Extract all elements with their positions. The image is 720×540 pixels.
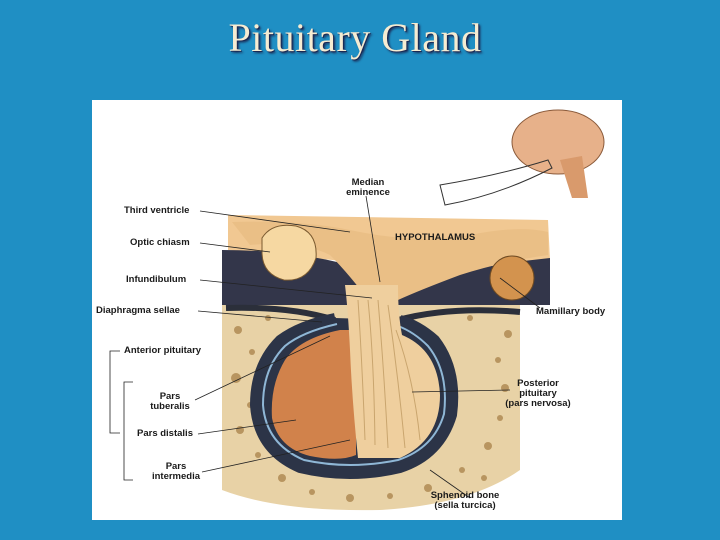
label-pars-intermedia-line1: Pars bbox=[165, 461, 187, 472]
anterior-lobe bbox=[271, 330, 356, 459]
label-mamillary-body: Mamillary body bbox=[536, 306, 606, 317]
label-posterior-pituitary-line2: pituitary bbox=[519, 388, 557, 399]
sella-lining bbox=[261, 323, 446, 466]
label-optic-chiasm: Optic chiasm bbox=[130, 237, 190, 248]
label-diaphragma-sellae: Diaphragma sellae bbox=[96, 305, 180, 316]
inset-brainstem bbox=[560, 156, 588, 198]
label-third-ventricle: Third ventricle bbox=[124, 205, 190, 216]
label-pars-intermedia: Pars intermedia bbox=[144, 462, 208, 482]
label-sphenoid-bone: Sphenoid bone (sella turcica) bbox=[418, 491, 512, 511]
slide-title: Pituitary Gland bbox=[228, 15, 482, 60]
label-pars-distalis: Pars distalis bbox=[137, 428, 193, 439]
label-median-eminence: Median eminence bbox=[333, 178, 403, 198]
inset-callout bbox=[439, 159, 553, 206]
label-pars-intermedia-line2: intermedia bbox=[151, 471, 201, 482]
label-sphenoid-bone-line2: (sella turcica) bbox=[434, 500, 496, 511]
label-infundibulum: Infundibulum bbox=[126, 274, 187, 285]
bone-pores bbox=[231, 315, 512, 502]
optic-chiasm-shape bbox=[261, 224, 317, 281]
label-anterior-pituitary: Anterior pituitary bbox=[124, 345, 202, 356]
label-pars-tuberalis-line2: tuberalis bbox=[150, 401, 190, 412]
label-posterior-pituitary-line1: Posterior bbox=[517, 378, 559, 389]
stalk-texture bbox=[357, 299, 421, 449]
label-hypothalamus: HYPOTHALAMUS bbox=[395, 232, 476, 243]
label-posterior-pituitary: Posterior pituitary (pars nervosa) bbox=[496, 379, 580, 409]
label-pars-tuberalis-line1: Pars bbox=[159, 391, 181, 402]
mamillary-body-shape bbox=[489, 255, 535, 301]
label-sphenoid-bone-line1: Sphenoid bone bbox=[430, 490, 500, 501]
label-median-eminence-line2: eminence bbox=[346, 187, 390, 198]
label-median-eminence-line1: Median bbox=[351, 177, 385, 188]
label-pars-tuberalis: Pars tuberalis bbox=[140, 392, 200, 412]
label-posterior-pituitary-line3: (pars nervosa) bbox=[505, 398, 571, 409]
posterior-lobe bbox=[345, 285, 440, 458]
